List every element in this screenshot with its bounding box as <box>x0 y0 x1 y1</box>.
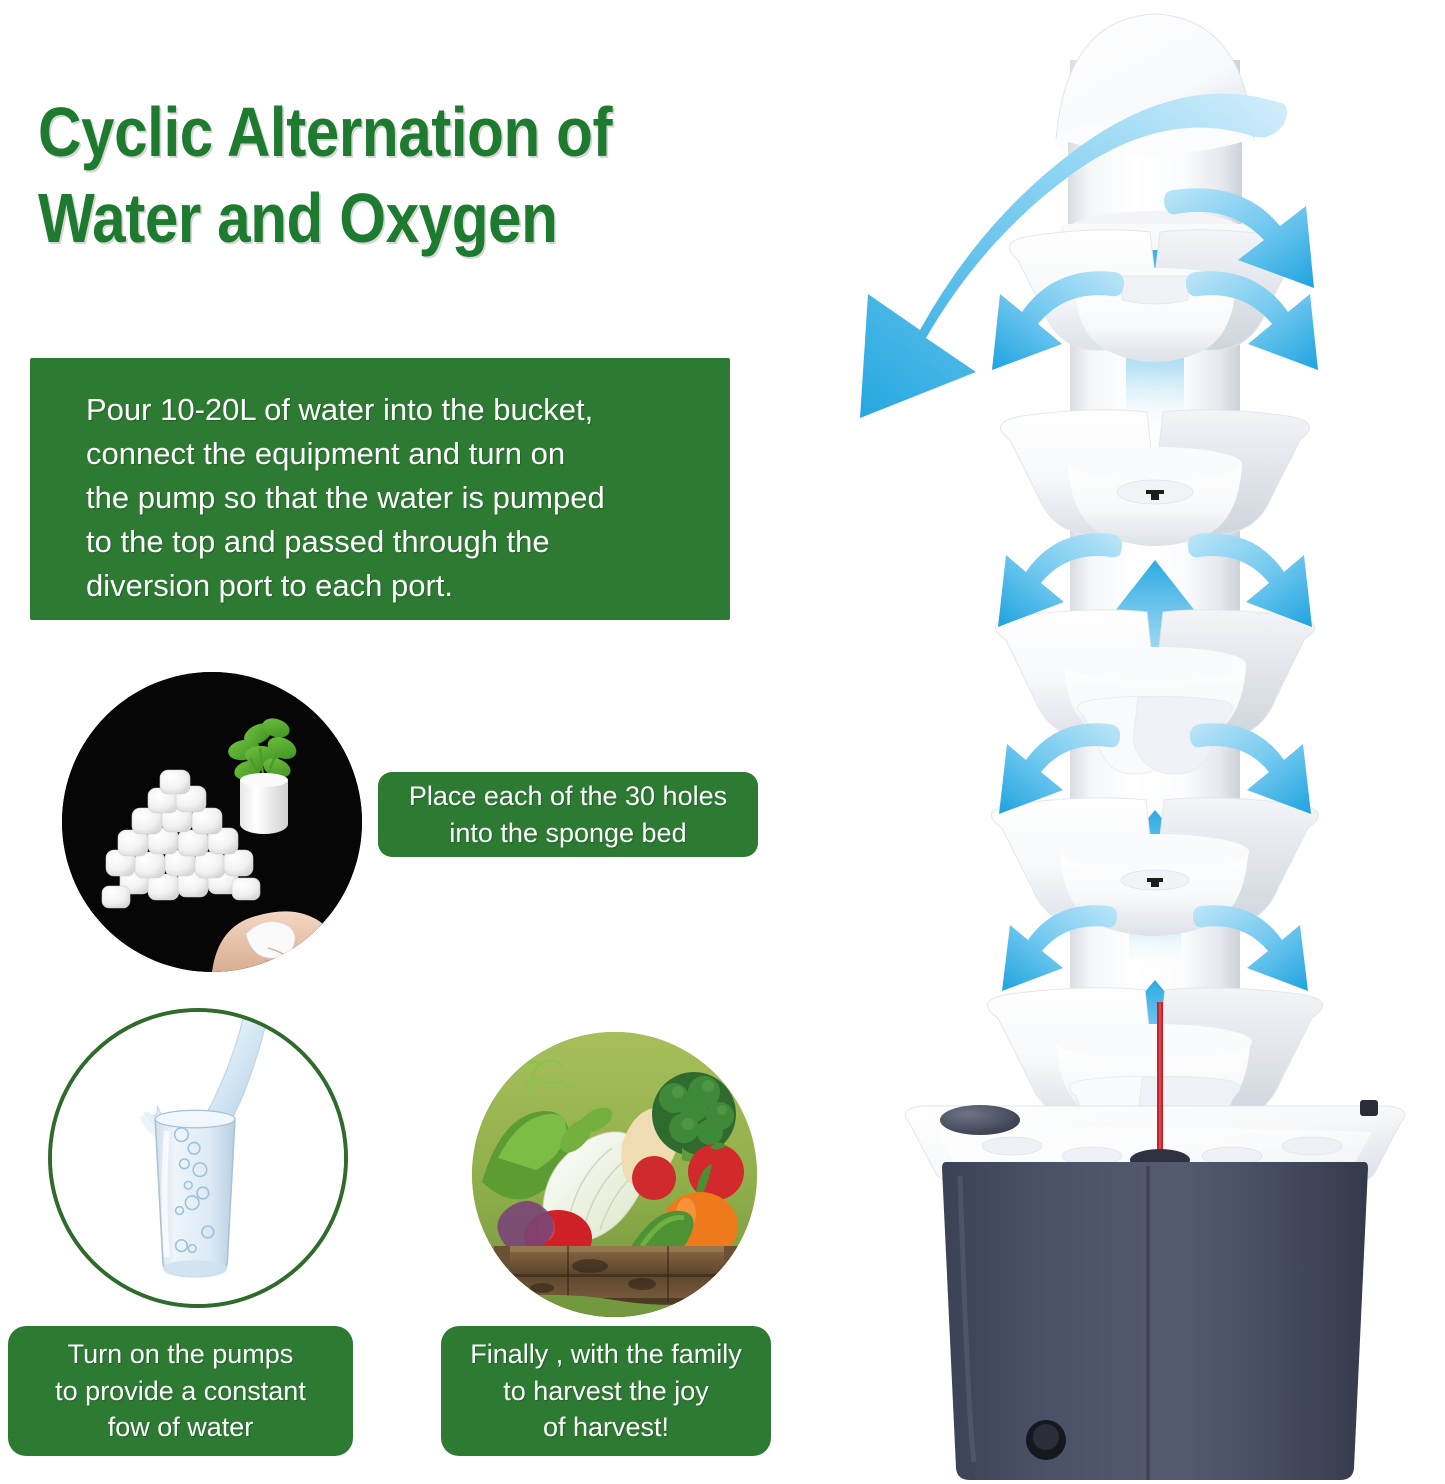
sponge-cubes <box>101 769 261 909</box>
broccoli <box>652 1072 736 1162</box>
curved-arrow-down-left-tier5 <box>1002 905 1118 991</box>
flow-arrows <box>860 93 1318 991</box>
curved-arrow-down-left-tier4 <box>999 723 1121 814</box>
curved-arrow-down-right-tier1 <box>1164 188 1314 288</box>
pump-caption: Turn on the pumps to provide a constant … <box>8 1326 353 1456</box>
sponge-bed-photo <box>62 672 362 972</box>
small-tomato <box>632 1156 676 1200</box>
curved-arrow-down-right-tier2 <box>1185 271 1318 370</box>
page-title: Cyclic Alternation of Water and Oxygen <box>38 92 613 257</box>
tower-tier-2 <box>999 409 1311 546</box>
power-switch <box>1360 1100 1378 1116</box>
water-pouring-illustration <box>48 1008 348 1308</box>
bubbles <box>173 1127 215 1254</box>
curved-arrow-down-left-tier3 <box>998 533 1123 627</box>
reservoir-tank <box>942 1162 1368 1480</box>
leafy-greens <box>482 1059 572 1200</box>
curved-arrow-down-right-tier4 <box>1189 723 1311 814</box>
sponge-bed-caption: Place each of the 30 holes into the spon… <box>378 772 758 857</box>
fill-port-cap <box>940 1105 1020 1135</box>
potted-plant <box>228 718 297 834</box>
large-curved-arrow-top-left <box>860 93 1287 418</box>
main-instruction-box: Pour 10-20L of water into the bucket, co… <box>30 358 730 620</box>
curved-arrow-down-left-tier2 <box>992 271 1125 370</box>
harvest-caption: Finally , with the family to harvest the… <box>441 1326 771 1456</box>
curved-arrow-down-right-tier5 <box>1192 905 1308 991</box>
purple-cabbage <box>497 1200 554 1246</box>
harvest-vegetables-photo <box>472 1032 757 1317</box>
curved-arrow-down-right-tier3 <box>1187 533 1312 627</box>
hydroponic-tower-illustration <box>860 0 1445 1484</box>
